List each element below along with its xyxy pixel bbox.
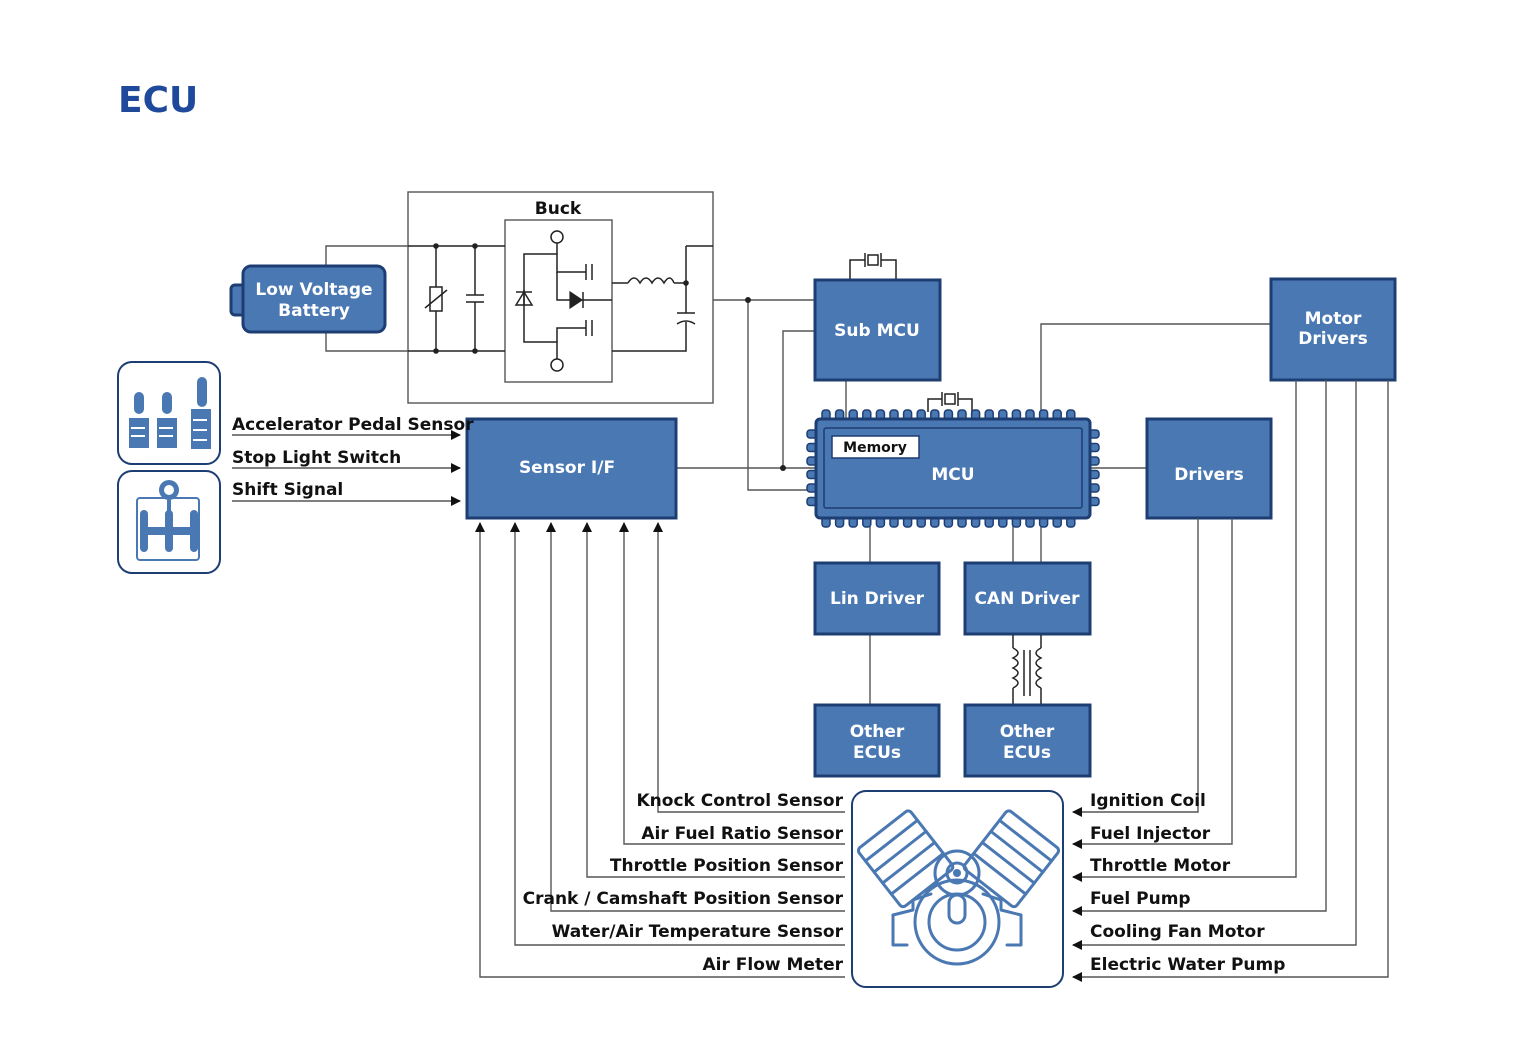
engine-actuator-label: Fuel Injector [1090,824,1211,844]
driver-input-label: Stop Light Switch [232,448,401,468]
driver-inputs: Accelerator Pedal Sensor Stop Light Swit… [232,415,474,506]
pedals-icon [117,361,221,465]
lin-driver-block: Lin Driver [813,561,941,636]
engine-sensor-label: Water/Air Temperature Sensor [552,922,844,942]
buck-label: Buck [535,199,582,219]
memory-label: Memory [843,440,907,456]
sub-mcu-block: Sub MCU [813,278,942,382]
engine-sensor-label: Air Flow Meter [702,955,843,975]
engine-actuator-label: Electric Water Pump [1090,955,1285,975]
can-driver-block: CAN Driver [963,561,1092,636]
motor-drivers-block: Motor Drivers [1269,277,1397,382]
buck-converter: Buck [407,191,714,404]
transformer-icon [1011,635,1043,705]
sub-mcu-label: Sub MCU [834,321,920,341]
engine-actuator-label: Fuel Pump [1090,889,1191,909]
low-voltage-battery: Low Voltage Battery [229,264,387,334]
other-ecus-lin-label-1: Other [850,722,905,742]
other-ecus-can-block: Other ECUs [963,703,1092,778]
engine-sensor-lines [475,522,845,978]
crystal-oscillator-icon [849,253,897,280]
other-ecus-can-label-1: Other [1000,722,1055,742]
battery-label-1: Low Voltage [255,280,372,300]
motor-drivers-label-2: Drivers [1298,329,1367,349]
lin-driver-label: Lin Driver [830,589,925,609]
driver-input-label: Accelerator Pedal Sensor [232,415,474,435]
other-ecus-lin-block: Other ECUs [813,703,941,778]
sensor-if-block: Sensor I/F [465,417,678,520]
engine-actuator-lines [1072,380,1389,982]
other-ecus-can-label-2: ECUs [1003,743,1051,763]
engine-sensor-label: Crank / Camshaft Position Sensor [523,889,844,909]
driver-input-label: Shift Signal [232,480,343,500]
engine-icon [851,790,1064,988]
drivers-block: Drivers [1145,417,1273,520]
sensor-if-label: Sensor I/F [519,458,615,478]
battery-label-2: Battery [278,301,350,321]
engine-actuator-label: Throttle Motor [1090,856,1231,876]
engine-sensor-label: Air Fuel Ratio Sensor [641,824,843,844]
motor-drivers-label-1: Motor [1305,309,1362,329]
engine-sensor-label: Knock Control Sensor [636,791,843,811]
mcu-label: MCU [931,465,974,485]
engine-actuator-labels: Ignition Coil Fuel Injector Throttle Mot… [1090,791,1285,975]
crystal-oscillator-icon [927,392,973,412]
mcu-block: Memory MCU [806,409,1100,528]
engine-sensor-label: Throttle Position Sensor [610,856,844,876]
engine-actuator-label: Ignition Coil [1090,791,1206,811]
gear-shifter-icon [117,470,221,574]
memory-block [831,435,920,459]
can-driver-label: CAN Driver [974,589,1080,609]
other-ecus-lin-label-2: ECUs [853,743,901,763]
drivers-label: Drivers [1174,465,1243,485]
engine-actuator-label: Cooling Fan Motor [1090,922,1265,942]
engine-sensor-labels: Knock Control Sensor Air Fuel Ratio Sens… [523,791,844,975]
page-title: ECU [118,80,199,121]
